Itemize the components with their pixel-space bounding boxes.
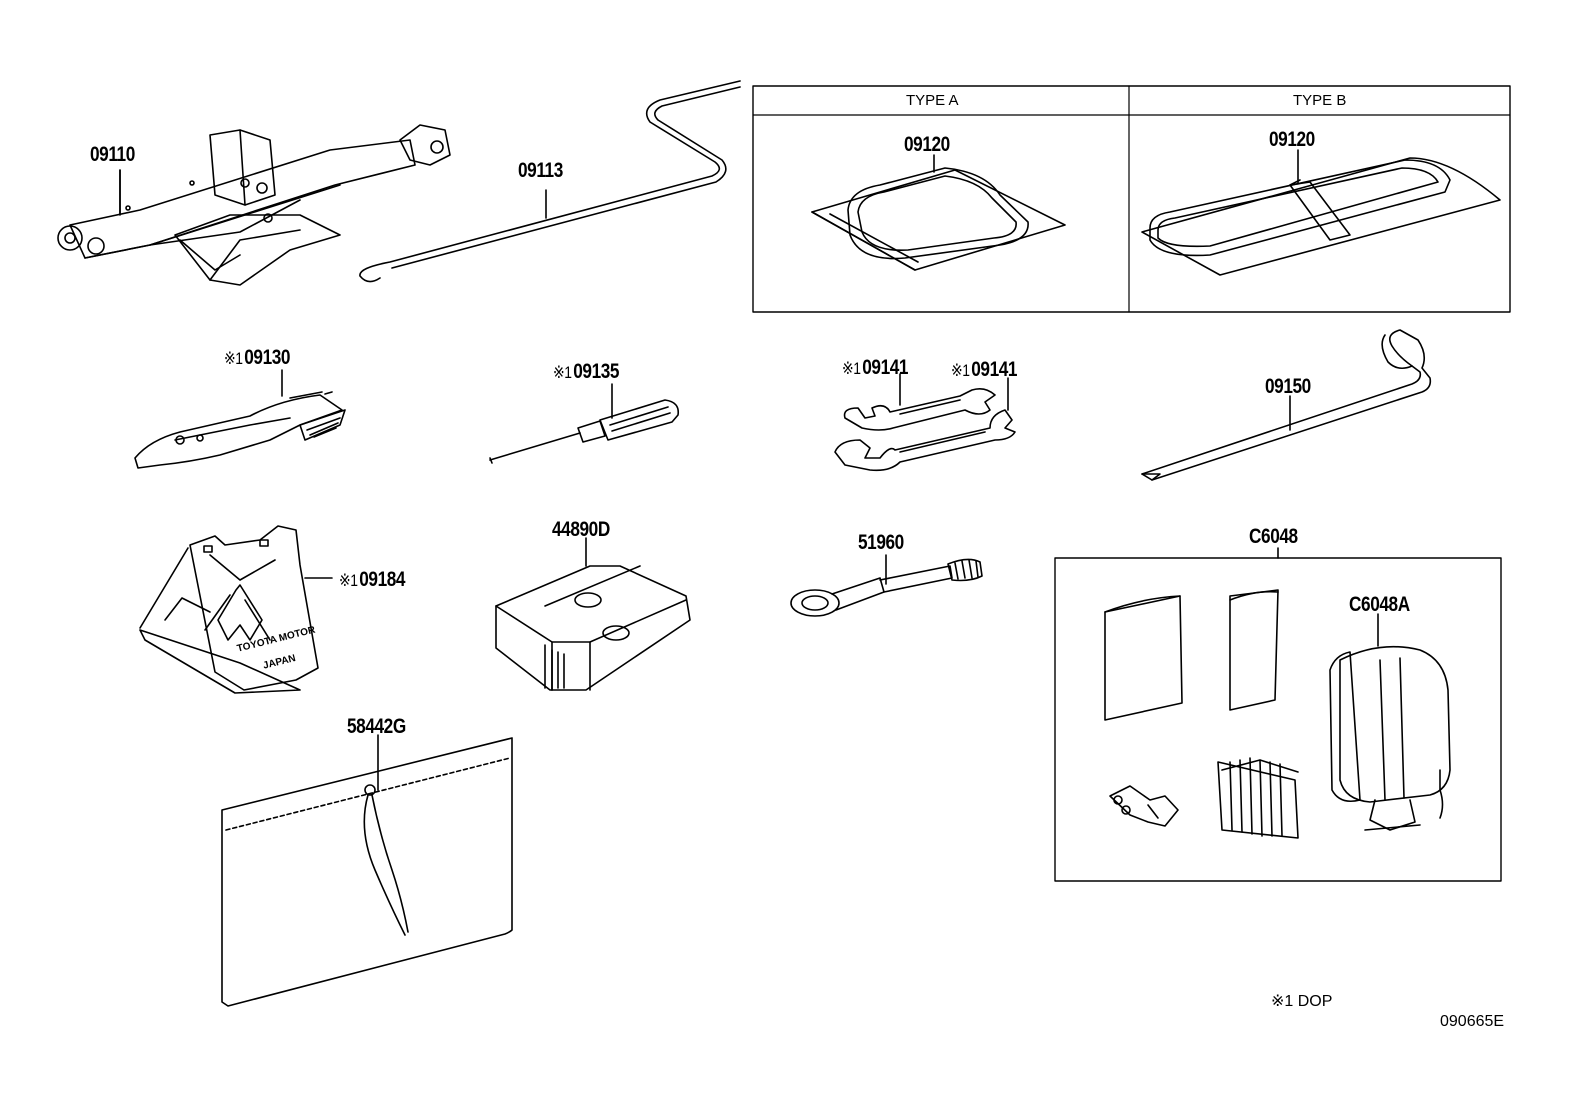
table-header-type-b: TYPE B bbox=[1293, 92, 1347, 109]
label-screwdriver: ※109135 bbox=[553, 360, 620, 384]
label-wrench-1: ※109141 bbox=[842, 356, 909, 380]
label-pouch: 58442G bbox=[347, 715, 406, 738]
label-wrench-2: ※109141 bbox=[951, 358, 1018, 382]
label-jack-handle: 09113 bbox=[518, 159, 563, 182]
label-towing-eye: 51960 bbox=[858, 531, 904, 554]
diagram-id: 090665E bbox=[1440, 1013, 1505, 1030]
dop-marker: ※1 bbox=[553, 363, 572, 382]
lug-wrench bbox=[1142, 330, 1430, 480]
label-tool-bag-a: 09120 bbox=[904, 133, 950, 156]
open-end-wrench-small bbox=[845, 389, 995, 430]
pouch bbox=[222, 738, 512, 1006]
scissor-jack bbox=[58, 125, 450, 285]
dop-marker: ※1 bbox=[224, 349, 243, 368]
label-kit: C6048 bbox=[1249, 525, 1298, 548]
kit-booklet bbox=[1105, 596, 1182, 720]
kit-stickers bbox=[1218, 758, 1298, 838]
table-header-type-a: TYPE A bbox=[906, 92, 959, 109]
jack-handle bbox=[360, 81, 740, 282]
screwdriver bbox=[490, 400, 678, 463]
tire-compressor bbox=[1330, 647, 1450, 830]
label-tool-bag-b: 09120 bbox=[1269, 128, 1315, 151]
kit-adapter bbox=[1110, 786, 1178, 826]
label-wrench-2-number: 09141 bbox=[971, 358, 1018, 381]
warning-triangle bbox=[140, 526, 318, 693]
label-box: 44890D bbox=[552, 518, 610, 541]
label-lug-wrench: 09150 bbox=[1265, 375, 1311, 398]
dop-marker: ※1 bbox=[842, 359, 861, 378]
label-pliers-number: 09130 bbox=[244, 346, 291, 369]
label-warning-triangle-number: 09184 bbox=[359, 568, 406, 591]
tool-bag-type-a bbox=[812, 168, 1065, 270]
label-screwdriver-number: 09135 bbox=[573, 360, 620, 383]
dop-marker: ※1 bbox=[339, 571, 358, 590]
storage-box bbox=[496, 566, 690, 690]
pliers bbox=[135, 392, 345, 468]
tool-bag-type-b bbox=[1142, 158, 1500, 275]
label-compressor: C6048A bbox=[1349, 593, 1410, 616]
type-table bbox=[753, 86, 1510, 312]
open-end-wrench-large bbox=[835, 410, 1015, 470]
label-pliers: ※109130 bbox=[224, 346, 291, 370]
towing-eye bbox=[791, 559, 982, 616]
dop-marker: ※1 bbox=[951, 361, 970, 380]
legend-dop: ※1 DOP bbox=[1271, 993, 1333, 1010]
label-wrench-1-number: 09141 bbox=[862, 356, 909, 379]
label-jack: 09110 bbox=[90, 143, 135, 166]
label-warning-triangle: ※109184 bbox=[339, 568, 406, 592]
kit-card bbox=[1230, 590, 1278, 710]
